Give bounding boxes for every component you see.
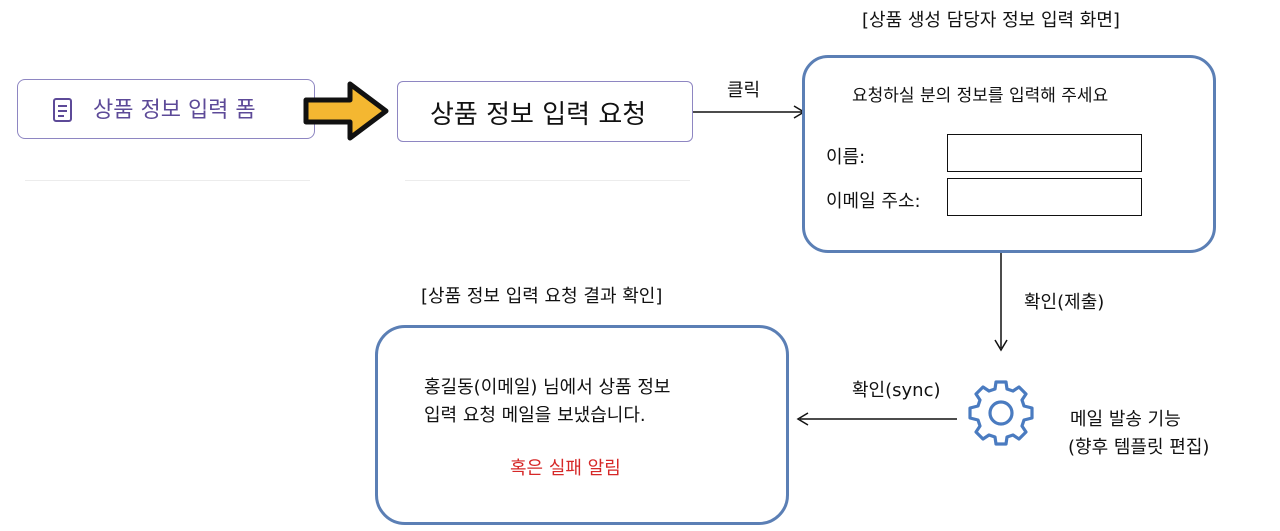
result-message-line1: 홍길동(이메일) 님에서 상품 정보 xyxy=(424,377,671,398)
document-list-icon xyxy=(53,98,72,122)
gear-icon xyxy=(968,380,1034,446)
flow-arrow-icon xyxy=(303,81,389,141)
menu-item-label: 상품 정보 입력 폼 xyxy=(93,98,256,123)
result-screen-panel xyxy=(375,325,789,525)
product-info-form-menu-item[interactable] xyxy=(17,79,315,139)
sync-edge-label: 확인(sync) xyxy=(852,380,941,401)
email-input[interactable] xyxy=(947,178,1142,216)
request-button-label: 상품 정보 입력 요청 xyxy=(430,100,647,130)
mail-feature-title: 메일 발송 기능 xyxy=(1070,409,1181,430)
failure-note: 혹은 실패 알림 xyxy=(510,458,621,479)
form-screen-title: [상품 생성 담당자 정보 입력 화면] xyxy=(862,10,1120,31)
name-input[interactable] xyxy=(947,134,1142,172)
name-field-label: 이름: xyxy=(826,147,866,168)
form-prompt: 요청하실 분의 정보를 입력해 주세요 xyxy=(852,86,1109,106)
mail-feature-note: (향후 템플릿 편집) xyxy=(1068,437,1210,458)
click-edge-label: 클릭 xyxy=(727,80,761,101)
submit-edge-label: 확인(제출) xyxy=(1024,292,1105,313)
request-product-info-button[interactable] xyxy=(397,81,693,142)
divider xyxy=(25,180,310,181)
result-message-line2: 입력 요청 메일을 보냈습니다. xyxy=(424,405,646,426)
result-screen-title: [상품 정보 입력 요청 결과 확인] xyxy=(421,286,663,307)
divider xyxy=(405,180,690,181)
email-field-label: 이메일 주소: xyxy=(826,191,921,212)
